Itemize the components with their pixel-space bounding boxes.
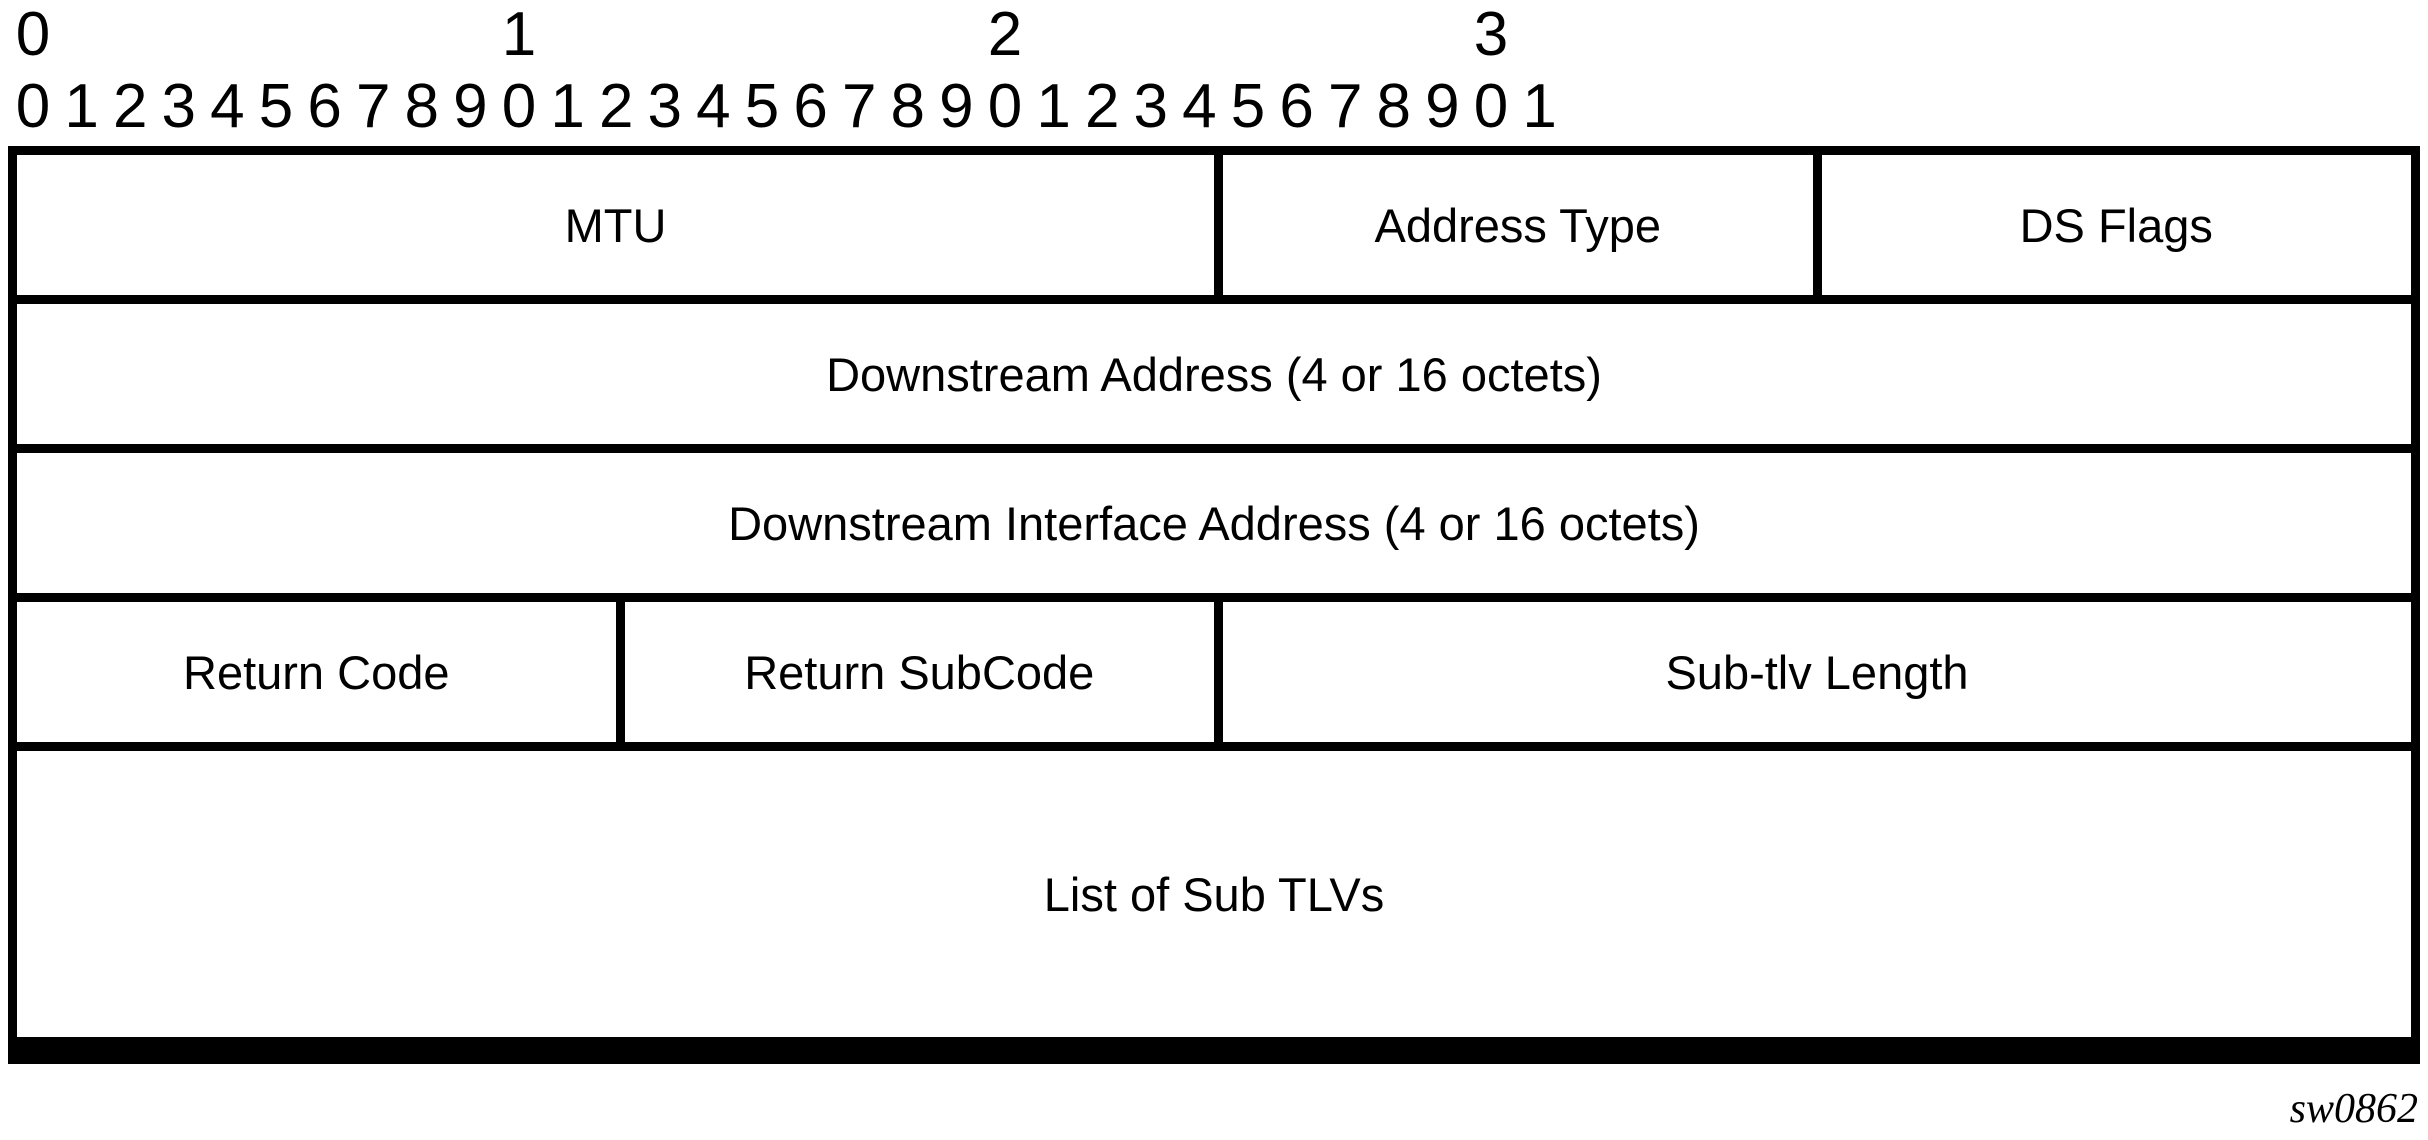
bit-number-23: 3 xyxy=(1133,72,1169,141)
bit-number-12: 2 xyxy=(598,72,634,141)
bit-number-21: 1 xyxy=(1036,72,1071,141)
bit-number-1: 1 xyxy=(64,72,99,141)
bit-number-13: 3 xyxy=(647,72,683,141)
bit-tens-0: 0 xyxy=(15,0,51,69)
bit-number-5: 5 xyxy=(258,72,294,141)
return-code-field: Return Code xyxy=(17,602,616,742)
bit-number-8: 8 xyxy=(404,72,440,141)
bit-number-0: 0 xyxy=(15,72,51,141)
bit-tens-2: 2 xyxy=(987,0,1023,69)
bit-number-17: 7 xyxy=(841,72,877,141)
bit-number-4: 4 xyxy=(210,72,245,141)
bit-tens-3: 3 xyxy=(1473,0,1509,69)
bit-number-20: 0 xyxy=(987,72,1023,141)
bit-number-11: 1 xyxy=(550,72,585,141)
bit-number-31: 1 xyxy=(1522,72,1557,141)
bit-number-26: 6 xyxy=(1279,72,1314,141)
downstream-interface-address-field: Downstream Interface Address (4 or 16 oc… xyxy=(17,453,2411,593)
bit-number-25: 5 xyxy=(1230,72,1266,141)
mtu-field: MTU xyxy=(17,155,1214,295)
bit-number-3: 3 xyxy=(161,72,197,141)
bit-number-7: 7 xyxy=(355,72,391,141)
bit-number-30: 0 xyxy=(1473,72,1509,141)
bit-number-28: 8 xyxy=(1376,72,1412,141)
bit-number-2: 2 xyxy=(112,72,148,141)
sub-tlv-length-field: Sub-tlv Length xyxy=(1214,602,2411,742)
bit-number-10: 0 xyxy=(501,72,537,141)
bit-number-29: 9 xyxy=(1425,72,1460,141)
bit-tens-1: 1 xyxy=(501,0,537,69)
bit-number-27: 7 xyxy=(1327,72,1363,141)
list-of-sub-tlvs-field: List of Sub TLVs xyxy=(17,751,2411,1037)
bit-number-19: 9 xyxy=(939,72,974,141)
bit-number-16: 6 xyxy=(793,72,828,141)
bit-number-18: 8 xyxy=(890,72,926,141)
downstream-address-field: Downstream Address (4 or 16 octets) xyxy=(17,304,2411,444)
figure-id: sw0862 xyxy=(2289,1086,2418,1132)
bit-number-22: 2 xyxy=(1084,72,1120,141)
bit-number-6: 6 xyxy=(307,72,342,141)
bit-number-24: 4 xyxy=(1182,72,1217,141)
return-subcode-field: Return SubCode xyxy=(615,602,1214,742)
address-type-field: Address Type xyxy=(1214,155,1813,295)
ds-flags-field: DS Flags xyxy=(1812,155,2411,295)
bit-number-15: 5 xyxy=(744,72,780,141)
bit-number-9: 9 xyxy=(453,72,488,141)
bit-number-14: 4 xyxy=(696,72,731,141)
